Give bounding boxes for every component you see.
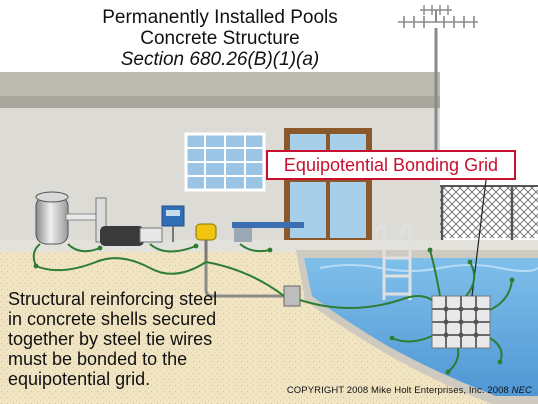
copyright-nec: NEC [511, 385, 532, 396]
rebar-grid-icon [431, 295, 491, 349]
copyright-text: COPYRIGHT 2008 Mike Holt Enterprises, In… [286, 385, 512, 396]
chain-link-fence-icon [440, 185, 538, 240]
title-line-1: Permanently Installed Pools [102, 7, 338, 28]
antenna-icon [398, 5, 478, 160]
house-window [184, 132, 266, 192]
note-line-5: equipotential grid. [8, 369, 151, 389]
pool-filter-icon [35, 191, 105, 245]
note-line-1: Structural reinforcing steel [8, 289, 218, 309]
diagram-title: Permanently Installed Pools Concrete Str… [0, 7, 440, 70]
diving-board-icon [232, 222, 304, 242]
control-panel-icon [161, 205, 185, 242]
house-roof [0, 72, 440, 110]
note-line-3: together by steel tie wires [8, 329, 213, 349]
light-junction-box-icon [195, 223, 301, 307]
note-line-2: in concrete shells secured [8, 309, 217, 329]
explanation-note: Structural reinforcing steel in concrete… [8, 289, 308, 389]
bond-clamps [33, 243, 515, 375]
copyright-notice: COPYRIGHT 2008 Mike Holt Enterprises, In… [270, 385, 532, 396]
equipotential-grid-callout: Equipotential Bonding Grid [266, 150, 516, 180]
title-section-ref: Section 680.26(B)(1)(a) [120, 49, 320, 70]
bonding-wires [32, 243, 513, 373]
pump-motor-icon [95, 197, 163, 246]
pool-shell [296, 250, 538, 404]
pool-ladder-icon [374, 224, 412, 300]
title-line-2: Concrete Structure [140, 28, 300, 49]
note-line-4: must be bonded to the [8, 349, 188, 369]
